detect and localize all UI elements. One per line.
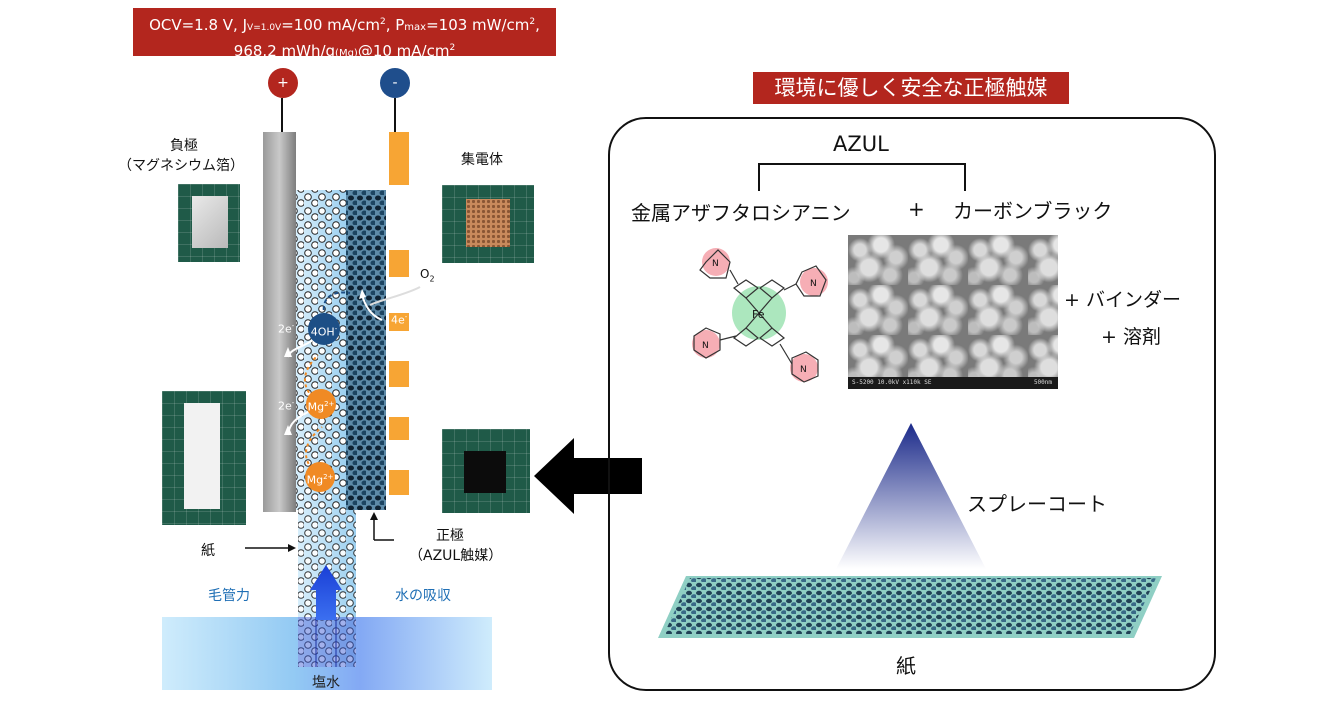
cell-schematic	[162, 98, 492, 690]
sem-caption: S-5200 10.0kV x110k SE	[852, 379, 932, 386]
cathode-label: 正極	[436, 528, 464, 544]
carbon-black-label: カーボンブラック	[953, 199, 1113, 223]
sem-image: S-5200 10.0kV x110k SE 500nm	[848, 235, 1058, 389]
coated-paper-sheet	[658, 576, 1162, 638]
spray-cone	[836, 423, 986, 569]
saltwater-label: 塩水	[312, 675, 340, 691]
paper-photo	[162, 391, 246, 525]
anode-photo	[178, 184, 240, 262]
collector-photo	[442, 185, 534, 263]
fe-atom: Fe	[752, 308, 765, 321]
n-atom-4: N	[800, 365, 807, 375]
electron-label-4e: 4e-	[391, 313, 408, 327]
capillary-label: 毛管力	[208, 588, 250, 604]
paper-bottom-label: 紙	[896, 654, 916, 678]
catalyst-panel	[608, 117, 1216, 691]
magnesium-ion-lower: Mg2+	[305, 462, 335, 492]
plus-sign: +	[908, 197, 925, 221]
electron-label-2e-upper: 2e-	[278, 322, 295, 336]
black-arrow	[534, 438, 642, 514]
n-atom-3: N	[702, 341, 709, 351]
positive-terminal: +	[268, 68, 298, 98]
binder-label: + バインダー	[1064, 289, 1181, 311]
n-atom-2: N	[810, 279, 817, 289]
electron-label-2e-lower: 2e-	[278, 399, 295, 413]
banner-line-2: 968.2 mWh/g(Mg)@10 mA/cm2	[233, 42, 456, 60]
sem-scale: 500nm	[1033, 379, 1052, 386]
phthalocyanine-molecule: Fe N N N N	[692, 248, 828, 383]
catalyst-title: 環境に優しく安全な正極触媒	[753, 72, 1069, 104]
spray-coat-label: スプレーコート	[967, 492, 1107, 516]
oxygen-label: O2	[420, 267, 435, 284]
performance-banner: OCV=1.8 V, JV=1.0V=100 mA/cm2, Pmax=103 …	[133, 8, 556, 60]
phthalocyanine-label: 金属アザフタロシアニン	[631, 201, 851, 225]
azul-bracket	[758, 163, 966, 191]
collector-label: 集電体	[461, 152, 503, 168]
magnesium-ion-upper: Mg2+	[306, 389, 336, 419]
solvent-label: + 溶剤	[1101, 326, 1161, 348]
negative-terminal: -	[380, 68, 410, 98]
anode-label: 負極	[170, 138, 198, 154]
n-atom-1: N	[712, 259, 719, 269]
hydroxide-ion: 4OH-	[308, 313, 340, 345]
azul-label: AZUL	[833, 132, 889, 156]
cathode-photo	[442, 429, 530, 513]
cathode-label-detail: （AZUL触媒）	[409, 548, 503, 564]
absorption-label: 水の吸収	[395, 588, 451, 604]
banner-line-1: OCV=1.8 V, JV=1.0V=100 mA/cm2, Pmax=103 …	[149, 16, 540, 34]
anode-label-detail: （マグネシウム箔）	[118, 158, 244, 174]
paper-label: 紙	[201, 543, 215, 559]
